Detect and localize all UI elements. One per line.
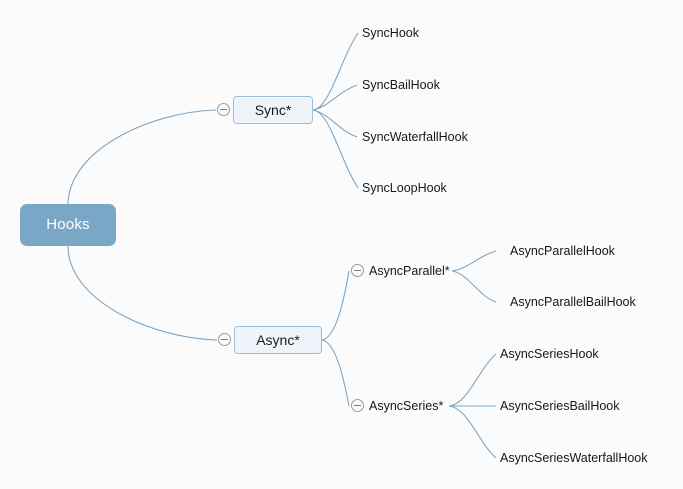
leaf-sync-bail-hook[interactable]: SyncBailHook xyxy=(362,78,440,92)
collapse-toggle-async-icon[interactable] xyxy=(218,333,231,346)
leaf-sync-waterfall-hook[interactable]: SyncWaterfallHook xyxy=(362,130,468,144)
edge-async-asyncseries xyxy=(321,339,350,407)
edge-asyncseries-waterfallhook xyxy=(448,405,497,459)
leaf-sync-loop-hook[interactable]: SyncLoopHook xyxy=(362,181,447,195)
node-root-hooks[interactable]: Hooks xyxy=(20,204,116,246)
edge-sync-syncwaterfallhook xyxy=(312,109,358,138)
node-async-parallel[interactable]: AsyncParallel* xyxy=(369,264,450,278)
collapse-toggle-async-series-icon[interactable] xyxy=(351,399,364,412)
leaf-async-series-hook[interactable]: AsyncSeriesHook xyxy=(500,347,599,361)
edge-async-asyncparallel xyxy=(321,270,350,341)
edge-sync-synchook xyxy=(312,32,359,111)
leaf-async-parallel-hook[interactable]: AsyncParallelHook xyxy=(510,244,615,258)
edge-asyncseries-hook xyxy=(448,353,497,407)
node-async[interactable]: Async* xyxy=(234,326,322,354)
edge-sync-syncloophook xyxy=(312,109,359,189)
node-async-series[interactable]: AsyncSeries* xyxy=(369,399,444,413)
edge-root-sync xyxy=(67,109,217,206)
leaf-sync-hook[interactable]: SyncHook xyxy=(362,26,419,40)
leaf-async-parallel-bail-hook[interactable]: AsyncParallelBailHook xyxy=(510,295,636,309)
leaf-async-series-bail-hook[interactable]: AsyncSeriesBailHook xyxy=(500,399,620,413)
collapse-toggle-async-parallel-icon[interactable] xyxy=(351,264,364,277)
node-sync[interactable]: Sync* xyxy=(233,96,313,124)
leaf-async-series-waterfall-hook[interactable]: AsyncSeriesWaterfallHook xyxy=(500,451,648,465)
edge-asyncparallel-hook xyxy=(451,250,497,272)
edge-asyncparallel-bailhook xyxy=(451,270,497,303)
edge-sync-syncbailhook xyxy=(312,84,358,111)
edge-root-async xyxy=(67,245,218,341)
collapse-toggle-sync-icon[interactable] xyxy=(217,103,230,116)
